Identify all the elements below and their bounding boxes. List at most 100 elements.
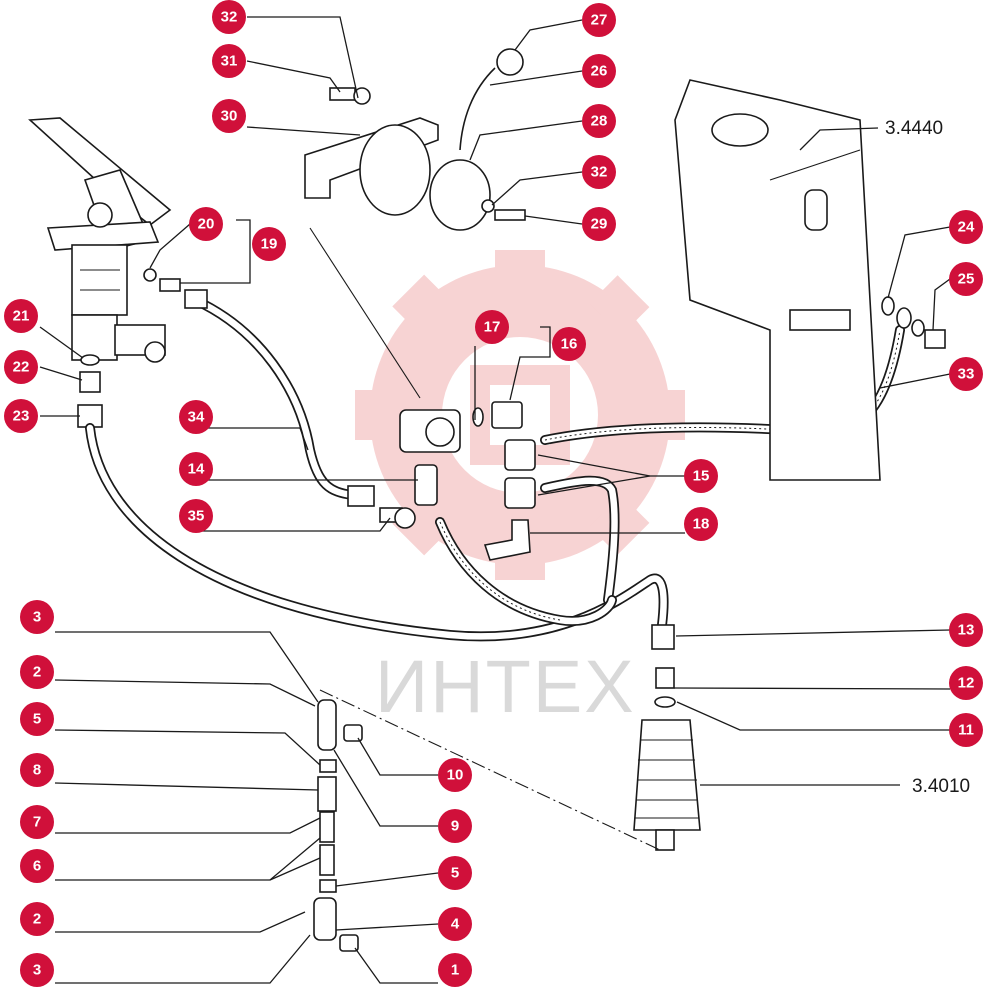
- callout-2a: 2: [20, 655, 54, 689]
- hose-34: [184, 289, 375, 507]
- callout-1: 1: [438, 953, 472, 987]
- banjo-14: [414, 464, 438, 506]
- tee-15b: [504, 477, 536, 509]
- svg-text:18: 18: [693, 516, 710, 533]
- callout-25: 25: [949, 262, 983, 296]
- callout-3a: 3: [20, 600, 54, 634]
- callout-6: 6: [20, 849, 54, 883]
- svg-text:32: 32: [591, 164, 608, 181]
- svg-text:17: 17: [484, 319, 501, 336]
- hose-short-15: [540, 475, 620, 605]
- svg-text:8: 8: [33, 762, 41, 779]
- callout-23: 23: [4, 399, 38, 433]
- svg-text:6: 6: [33, 858, 41, 875]
- callout-5b: 5: [438, 856, 472, 890]
- callout-26: 26: [582, 54, 616, 88]
- svg-text:9: 9: [451, 818, 459, 835]
- tee-15a: [504, 439, 536, 471]
- svg-text:30: 30: [221, 108, 238, 125]
- rod-6: [319, 844, 335, 876]
- svg-text:16: 16: [561, 336, 578, 353]
- callout-16: 16: [552, 327, 586, 361]
- callout-22: 22: [4, 350, 38, 384]
- callout-19: 19: [252, 227, 286, 261]
- svg-text:23: 23: [13, 408, 30, 425]
- svg-text:15: 15: [693, 468, 710, 485]
- callout-28: 28: [582, 104, 616, 138]
- pin-10: [343, 724, 363, 742]
- reservoir-body: [359, 124, 495, 231]
- rod-7: [319, 811, 335, 843]
- callout-10: 10: [438, 758, 472, 792]
- svg-text:22: 22: [13, 359, 30, 376]
- svg-text:24: 24: [958, 219, 975, 236]
- callout-5a: 5: [20, 702, 54, 736]
- callout-13: 13: [949, 613, 983, 647]
- callout-17: 17: [475, 310, 509, 344]
- washer-21: [80, 354, 100, 366]
- callout-18: 18: [684, 507, 718, 541]
- watermark-text: ИНТЕХ: [375, 645, 636, 728]
- slave-cylinder: [633, 719, 701, 851]
- callout-2b: 2: [20, 902, 54, 936]
- svg-text:27: 27: [591, 12, 608, 29]
- banjo-bolt-35: [379, 507, 416, 529]
- union-24: [881, 296, 925, 337]
- callout-30: 30: [212, 99, 246, 133]
- washer-11: [654, 696, 676, 708]
- callout-11: 11: [949, 713, 983, 747]
- svg-text:3: 3: [33, 962, 41, 979]
- svg-text:10: 10: [447, 767, 464, 784]
- callout-32: 32: [212, 0, 246, 34]
- clutch-pedal-assembly: [28, 117, 172, 363]
- clevis-3a: [317, 699, 337, 751]
- bolt-25: [924, 329, 946, 349]
- callout-27: 27: [582, 3, 616, 37]
- svg-text:25: 25: [958, 271, 975, 288]
- svg-text:32: 32: [221, 9, 238, 26]
- nut-13: [651, 624, 675, 650]
- nut-5a: [319, 759, 337, 773]
- screw-29: [494, 209, 526, 221]
- cylinder-reference-label: 3.4010: [912, 776, 970, 797]
- coupler-8: [317, 776, 337, 812]
- svg-text:26: 26: [591, 63, 608, 80]
- callout-24: 24: [949, 210, 983, 244]
- lever-26: [459, 67, 496, 151]
- clevis-4: [313, 897, 337, 941]
- svg-text:20: 20: [198, 216, 215, 233]
- parts-drawing: [28, 48, 946, 952]
- hose-23: [85, 423, 669, 642]
- callout-35: 35: [179, 499, 213, 533]
- callout-7: 7: [20, 805, 54, 839]
- svg-text:28: 28: [591, 113, 608, 130]
- svg-text:7: 7: [33, 814, 41, 831]
- callout-14: 14: [179, 452, 213, 486]
- callout-15: 15: [684, 459, 718, 493]
- svg-text:4: 4: [451, 916, 460, 933]
- callout-20: 20: [189, 207, 223, 241]
- svg-text:13: 13: [958, 622, 975, 639]
- svg-text:11: 11: [958, 722, 974, 739]
- callout-34: 34: [179, 400, 213, 434]
- leader-lines: [39, 16, 951, 984]
- svg-text:21: 21: [13, 308, 30, 325]
- hose-braided-mid: [435, 517, 617, 626]
- adapter-19: [159, 278, 181, 292]
- union-22: [79, 371, 101, 393]
- axis-line: [319, 689, 661, 851]
- svg-text:29: 29: [591, 216, 608, 233]
- svg-text:31: 31: [221, 53, 238, 70]
- elbow-16: [491, 401, 523, 429]
- washer-20: [143, 268, 157, 282]
- svg-text:14: 14: [188, 461, 205, 478]
- callout-33: 33: [949, 357, 983, 391]
- callout-8: 8: [20, 753, 54, 787]
- svg-text:35: 35: [188, 508, 205, 525]
- svg-text:2: 2: [33, 911, 41, 928]
- svg-text:5: 5: [451, 865, 459, 882]
- callout-4: 4: [438, 907, 472, 941]
- svg-text:5: 5: [33, 711, 41, 728]
- callout-32b: 32: [582, 155, 616, 189]
- callout-29: 29: [582, 207, 616, 241]
